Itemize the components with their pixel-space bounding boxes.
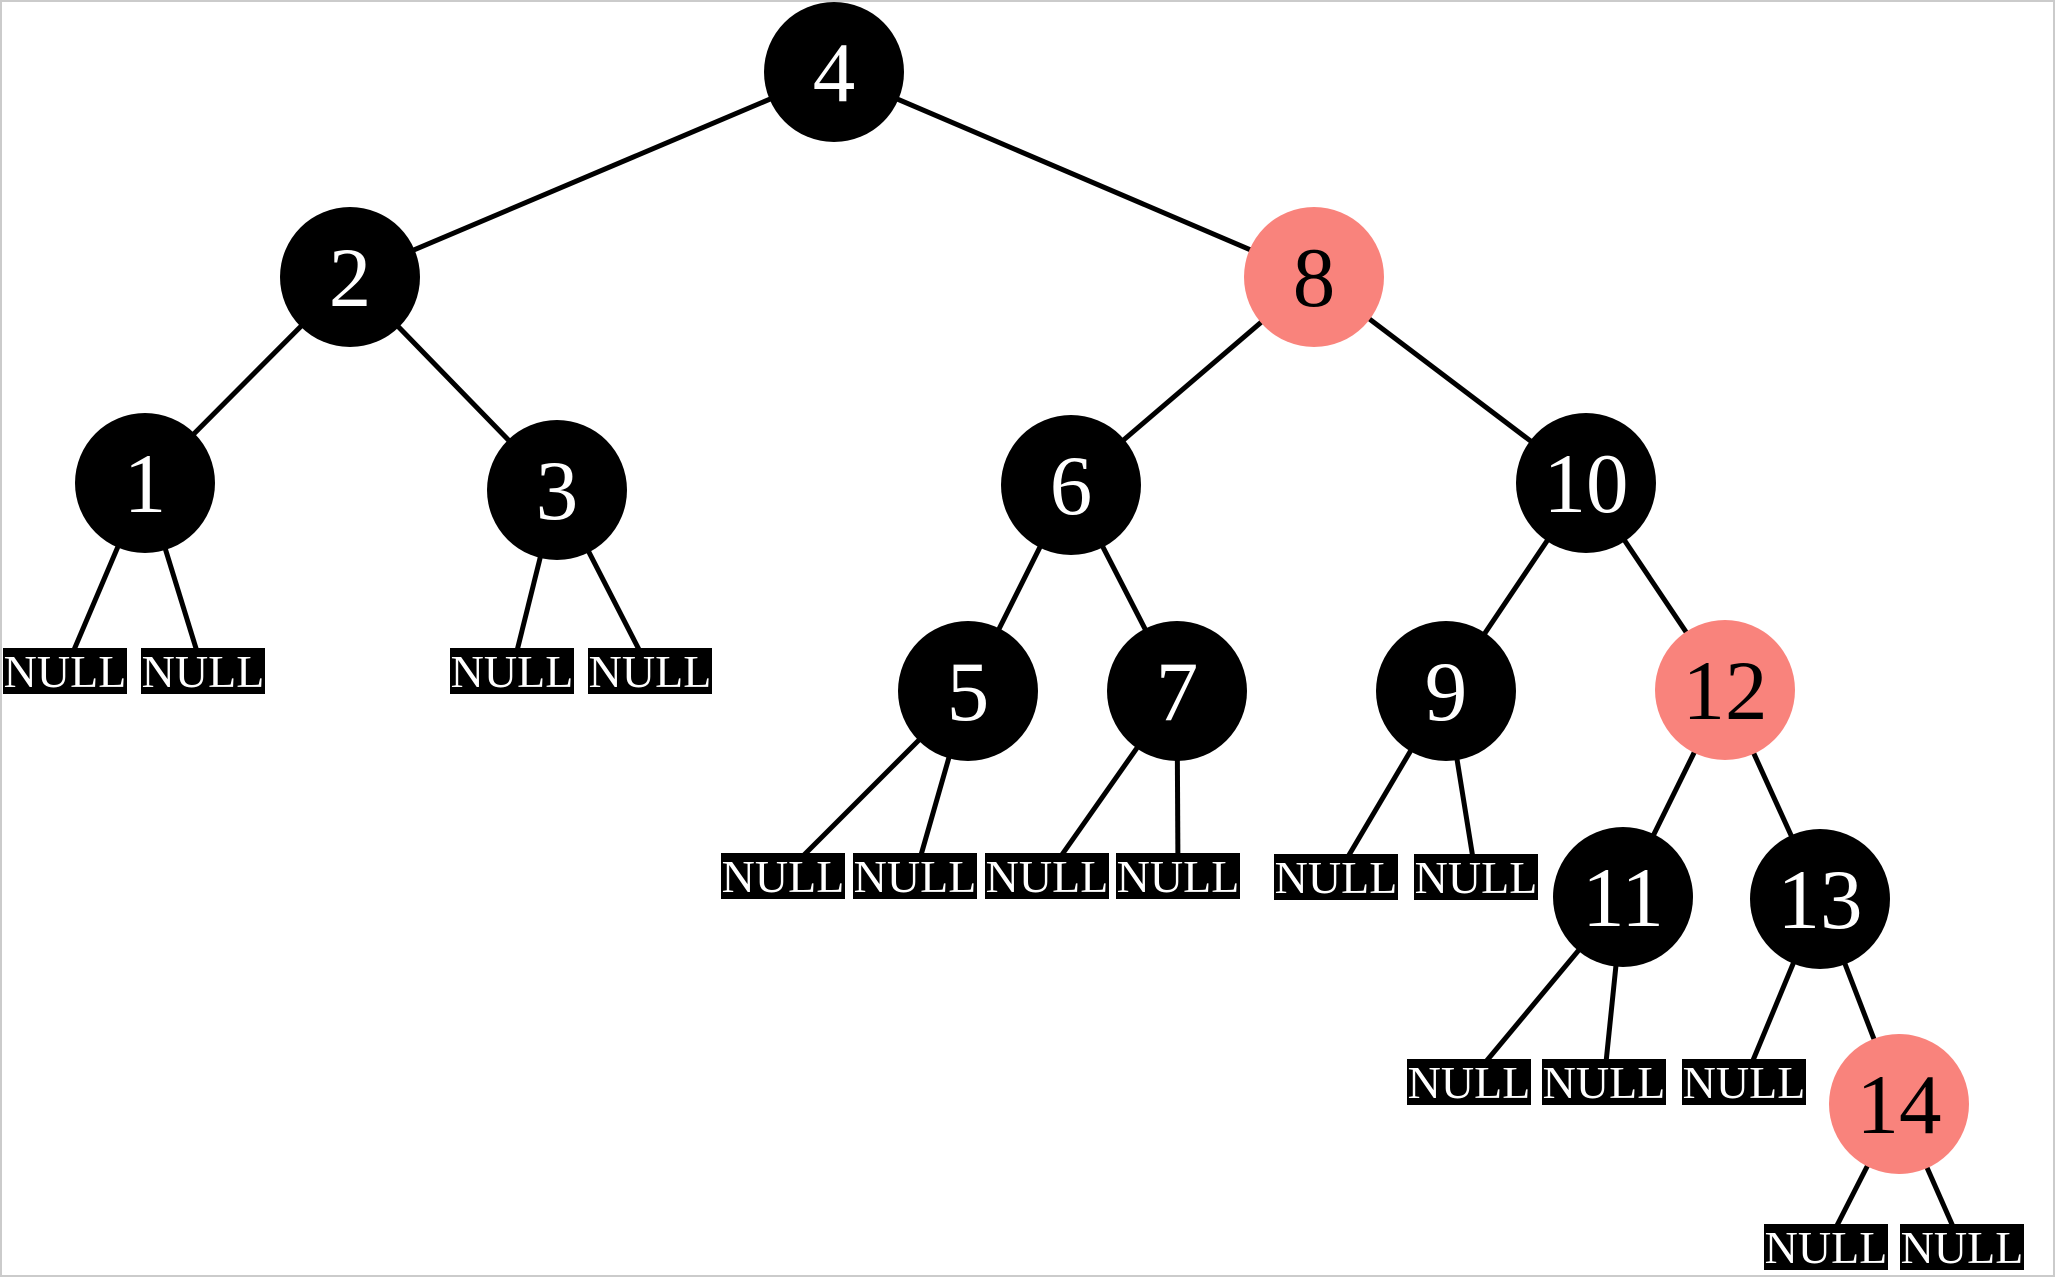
null-leaf-5-n5: NULL — [721, 851, 845, 902]
null-leaf-7-n7: NULL — [985, 851, 1109, 902]
tree-node-1: 1 — [75, 413, 215, 553]
node-circle-4 — [764, 2, 904, 142]
null-leaf-box — [1764, 1224, 1888, 1270]
null-leaf-box — [141, 648, 265, 694]
null-leaf-label: NULL — [986, 851, 1109, 902]
tree-node-14: 14 — [1829, 1034, 1969, 1174]
node-circle-3 — [487, 420, 627, 560]
node-circle-1 — [75, 413, 215, 553]
null-leaf-label: NULL — [1415, 852, 1538, 903]
null-leaf-label: NULL — [722, 851, 845, 902]
null-leaf-box — [853, 853, 977, 899]
null-leaf-box — [1900, 1224, 2024, 1270]
node-circle-9 — [1376, 621, 1516, 761]
node-circle-6 — [1001, 415, 1141, 555]
node-circle-10 — [1516, 413, 1656, 553]
node-label-13: 13 — [1778, 853, 1863, 947]
node-circle-14 — [1829, 1034, 1969, 1174]
node-circle-13 — [1750, 829, 1890, 969]
node-label-5: 5 — [947, 645, 990, 739]
node-circle-2 — [280, 207, 420, 347]
node-label-2: 2 — [329, 231, 372, 325]
node-label-10: 10 — [1544, 437, 1629, 531]
null-leaf-13-n13: NULL — [1682, 1057, 1806, 1108]
null-leaf-3-n4: NULL — [588, 646, 712, 697]
null-leaf-label: NULL — [1543, 1057, 1666, 1108]
null-leaf-14-n15: NULL — [1900, 1222, 2024, 1273]
node-circle-12 — [1655, 620, 1795, 760]
null-leaf-box — [450, 648, 574, 694]
tree-node-10: 10 — [1516, 413, 1656, 553]
tree-node-9: 9 — [1376, 621, 1516, 761]
tree-node-5: 5 — [898, 621, 1038, 761]
node-label-1: 1 — [124, 437, 167, 531]
node-label-8: 8 — [1293, 231, 1336, 325]
null-leaf-label: NULL — [142, 646, 265, 697]
node-label-3: 3 — [536, 444, 579, 538]
null-leaf-box — [3, 648, 127, 694]
tree-node-4: 4 — [764, 2, 904, 142]
null-leaf-11-n11: NULL — [1407, 1057, 1531, 1108]
null-leaf-box — [985, 853, 1109, 899]
null-leaf-label: NULL — [854, 851, 977, 902]
edge-4-8 — [833, 69, 1315, 280]
tree-node-7: 7 — [1107, 621, 1247, 761]
node-label-4: 4 — [813, 26, 856, 120]
tree-node-12: 12 — [1655, 620, 1795, 760]
tree-node-8: 8 — [1244, 207, 1384, 347]
tree-node-13: 13 — [1750, 829, 1890, 969]
null-leaf-label: NULL — [1117, 851, 1240, 902]
tree-node-11: 11 — [1553, 827, 1693, 967]
edge-4-2 — [349, 69, 835, 280]
null-leaf-box — [1682, 1059, 1806, 1105]
node-label-9: 9 — [1425, 645, 1468, 739]
null-leaf-14-n14: NULL — [1764, 1222, 1888, 1273]
null-leaf-box — [1407, 1059, 1531, 1105]
null-leaf-box — [1414, 854, 1538, 900]
tree-node-2: 2 — [280, 207, 420, 347]
null-leaf-box — [1542, 1059, 1666, 1105]
node-circle-8 — [1244, 207, 1384, 347]
node-label-6: 6 — [1050, 439, 1093, 533]
null-leaf-7-n8: NULL — [1116, 851, 1240, 902]
null-leaf-9-n9: NULL — [1274, 852, 1398, 903]
null-leaf-label: NULL — [451, 646, 574, 697]
node-label-7: 7 — [1156, 645, 1199, 739]
null-leaf-11-n12: NULL — [1542, 1057, 1666, 1108]
tree-node-6: 6 — [1001, 415, 1141, 555]
null-leaf-9-n10: NULL — [1414, 852, 1538, 903]
null-leaf-3-n3: NULL — [450, 646, 574, 697]
null-leaf-5-n6: NULL — [853, 851, 977, 902]
null-leaf-label: NULL — [1408, 1057, 1531, 1108]
null-leaf-box — [1116, 853, 1240, 899]
null-leaf-box — [588, 648, 712, 694]
null-leaf-label: NULL — [1901, 1222, 2024, 1273]
node-circle-5 — [898, 621, 1038, 761]
null-leaf-1-n1: NULL — [3, 646, 127, 697]
node-label-14: 14 — [1857, 1058, 1942, 1152]
node-label-11: 11 — [1582, 851, 1664, 945]
node-label-12: 12 — [1683, 644, 1768, 738]
node-circle-7 — [1107, 621, 1247, 761]
null-leaf-label: NULL — [4, 646, 127, 697]
null-leaf-label: NULL — [1765, 1222, 1888, 1273]
node-circle-11 — [1553, 827, 1693, 967]
null-leaf-label: NULL — [589, 646, 712, 697]
null-leaf-1-n2: NULL — [141, 646, 265, 697]
tree-node-3: 3 — [487, 420, 627, 560]
null-leaf-label: NULL — [1683, 1057, 1806, 1108]
null-leaf-box — [721, 853, 845, 899]
null-leaf-box — [1274, 854, 1398, 900]
null-leaf-label: NULL — [1275, 852, 1398, 903]
